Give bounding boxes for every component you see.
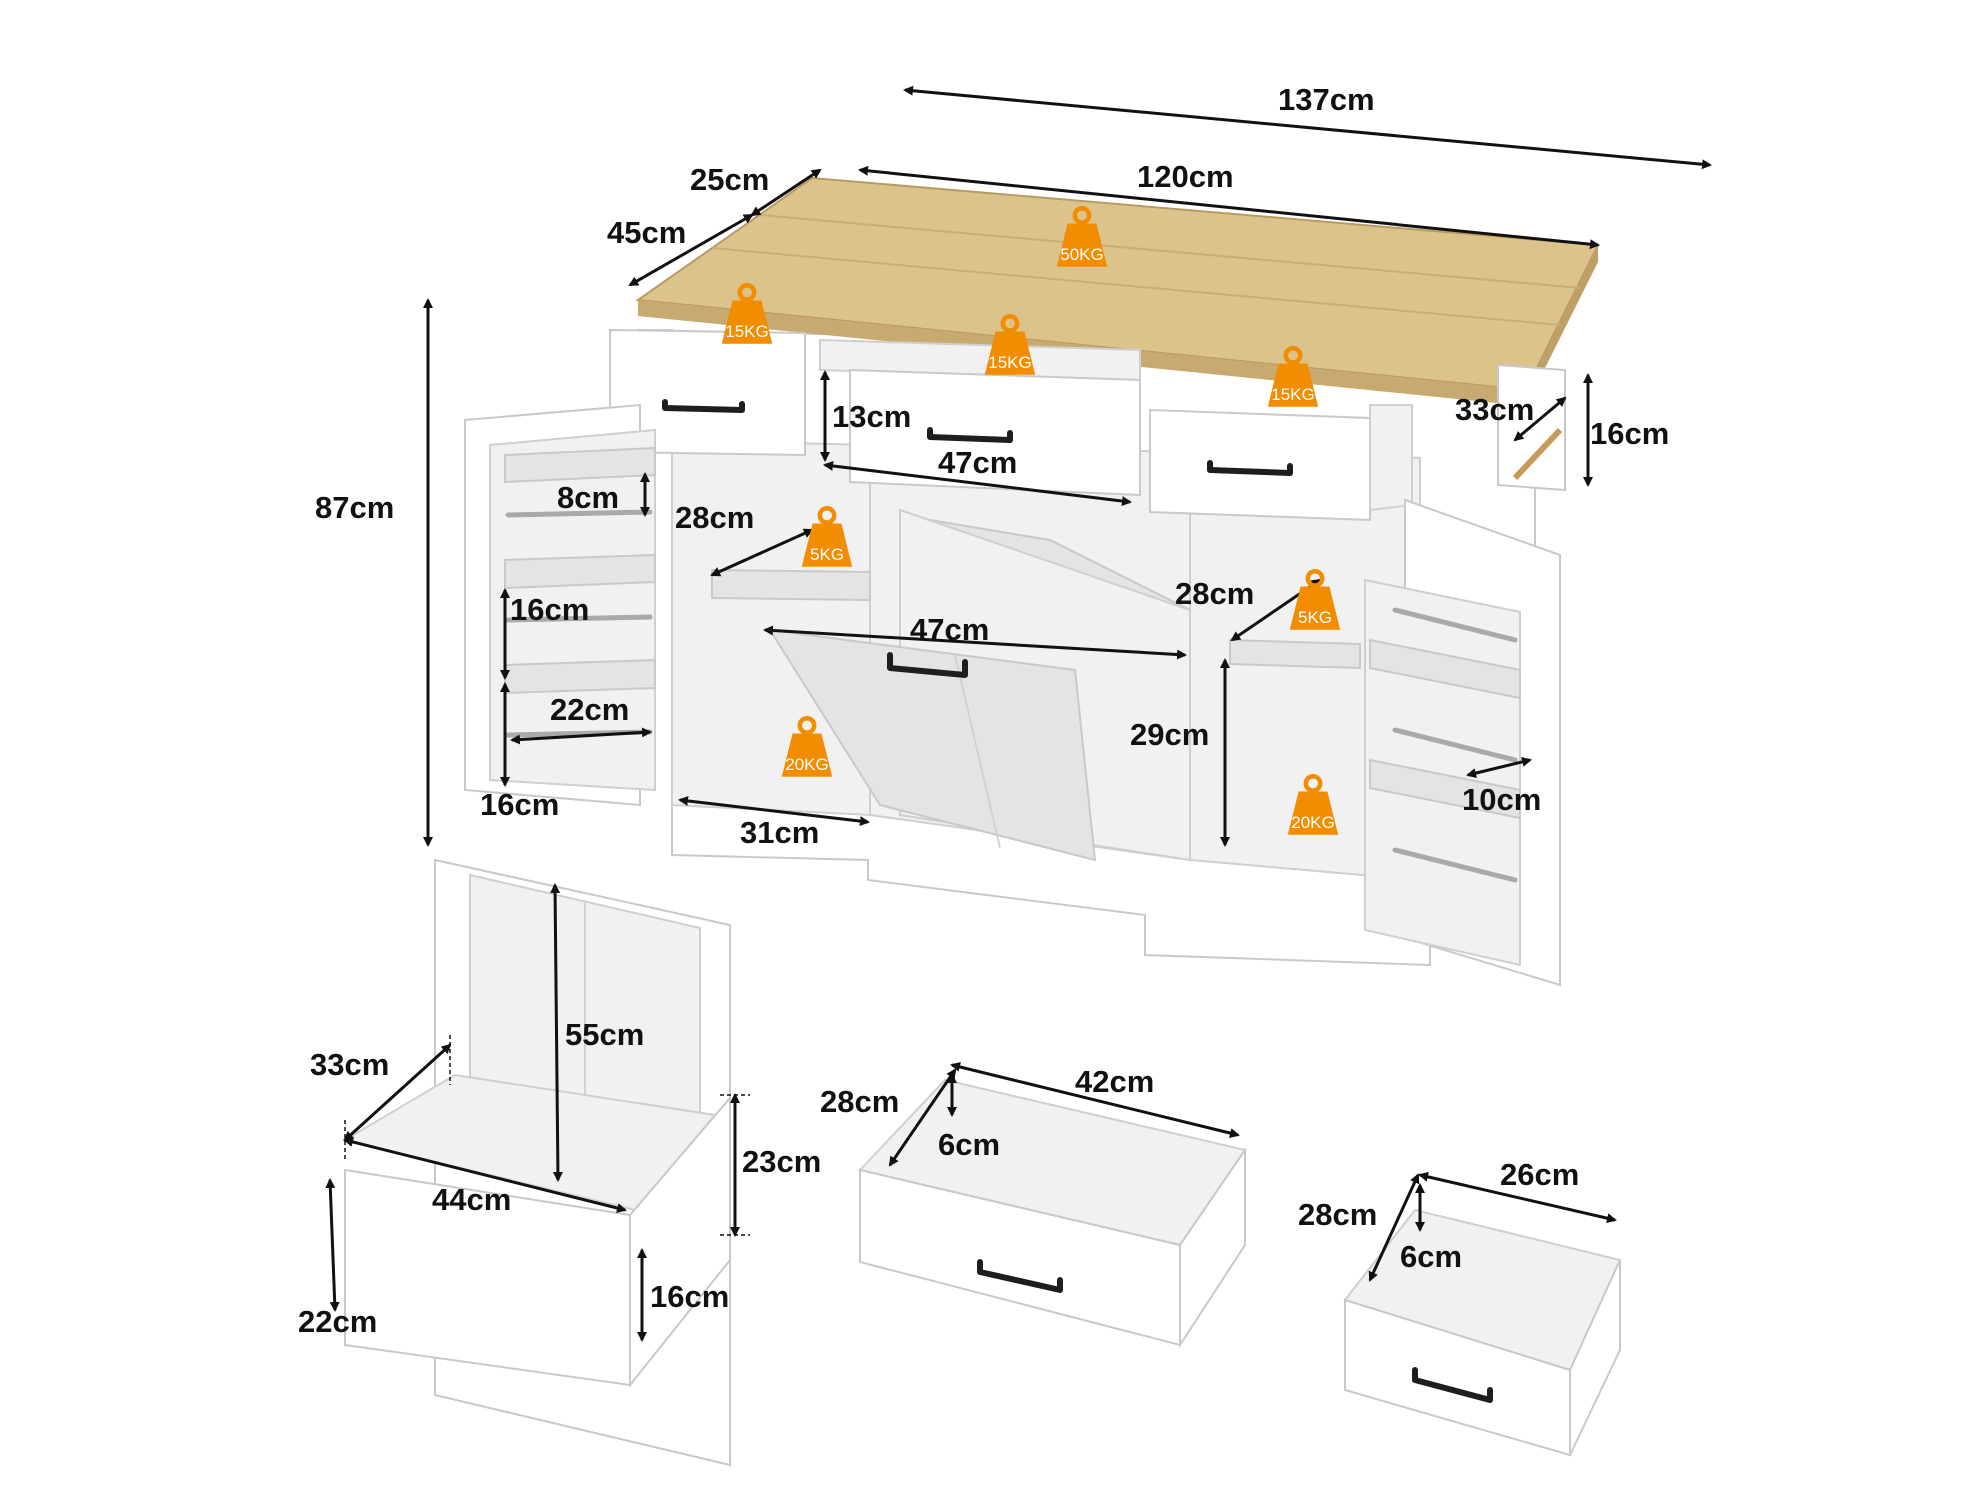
label-right-shelf-height: 29cm [1130,717,1209,752]
wood-top-side-edge [1526,245,1598,406]
tilt-bin-door[interactable] [768,508,1191,862]
svg-text:15KG: 15KG [725,322,768,341]
dimension-labels: 137cm 120cm 25cm 45cm 87cm 13cm 47cm 33c… [298,82,1669,1339]
label-bin-depth: 33cm [310,1047,389,1082]
label-left-cabinet-depth: 31cm [740,815,819,850]
label-right-door-rack-depth: 10cm [1462,782,1541,817]
svg-text:5KG: 5KG [810,545,844,564]
label-bin-lower-height: 16cm [650,1279,729,1314]
svg-text:20KG: 20KG [785,755,828,774]
label-bin-cabinet-height: 55cm [565,1017,644,1052]
label-towel-bar-height: 16cm [1590,416,1669,451]
label-top-width: 120cm [1137,159,1234,194]
dimension-lines [325,85,1712,1342]
label-small-drawer-depth: 28cm [1298,1197,1377,1232]
label-right-shelf-depth: 28cm [1175,576,1254,611]
load-badge-shelf-left-lower: 20KG [782,718,832,777]
svg-text:15KG: 15KG [1271,385,1314,404]
label-towel-bar-width: 33cm [1455,392,1534,427]
left-shelf [711,568,871,602]
label-large-drawer-inner-height: 6cm [938,1127,1000,1162]
label-top-depth: 45cm [607,215,686,250]
label-drawer-width: 47cm [938,445,1017,480]
right-door[interactable] [1364,498,1561,987]
load-badge-drawer-middle: 15KG [985,316,1035,375]
svg-text:15KG: 15KG [988,353,1031,372]
main-island [464,176,1600,987]
left-compartment [671,438,871,817]
load-badge-drawer-right: 15KG [1268,348,1318,407]
load-badge-shelf-right-upper: 5KG [1290,571,1340,630]
label-bin-width: 47cm [910,612,989,647]
label-left-door-rack-bottom: 16cm [480,787,559,822]
label-bin-front-width: 44cm [432,1182,511,1217]
label-left-shelf-depth: 28cm [675,500,754,535]
drawer-right[interactable] [1149,404,1413,522]
label-bin-side-height: 23cm [742,1144,821,1179]
label-left-door-rack-mid: 16cm [510,592,589,627]
bin-side-panel [629,1095,731,1388]
label-drawer-height: 13cm [832,399,911,434]
label-small-drawer-width: 26cm [1500,1157,1579,1192]
load-badge-shelf-right-lower: 20KG [1288,776,1338,835]
svg-text:5KG: 5KG [1298,608,1332,627]
label-overall-width: 137cm [1278,82,1375,117]
large-drawer-detail[interactable] [858,1078,1247,1349]
label-left-door-rack-width: 22cm [550,692,629,727]
load-badge-drawer-left: 15KG [722,285,772,344]
label-overhang: 25cm [690,162,769,197]
label-height: 87cm [315,490,394,525]
svg-text:50KG: 50KG [1060,245,1103,264]
svg-text:20KG: 20KG [1291,813,1334,832]
label-bin-front-height: 22cm [298,1304,377,1339]
label-left-door-rack-top: 8cm [557,480,619,515]
right-shelf [1229,638,1361,670]
load-badge-tabletop: 50KG [1057,208,1107,267]
bin-cabinet-detail [342,858,731,1467]
load-badge-shelf-left-upper: 5KG [802,508,852,567]
label-large-drawer-width: 42cm [1075,1064,1154,1099]
label-large-drawer-depth: 28cm [820,1084,899,1119]
label-small-drawer-inner-height: 6cm [1400,1239,1462,1274]
